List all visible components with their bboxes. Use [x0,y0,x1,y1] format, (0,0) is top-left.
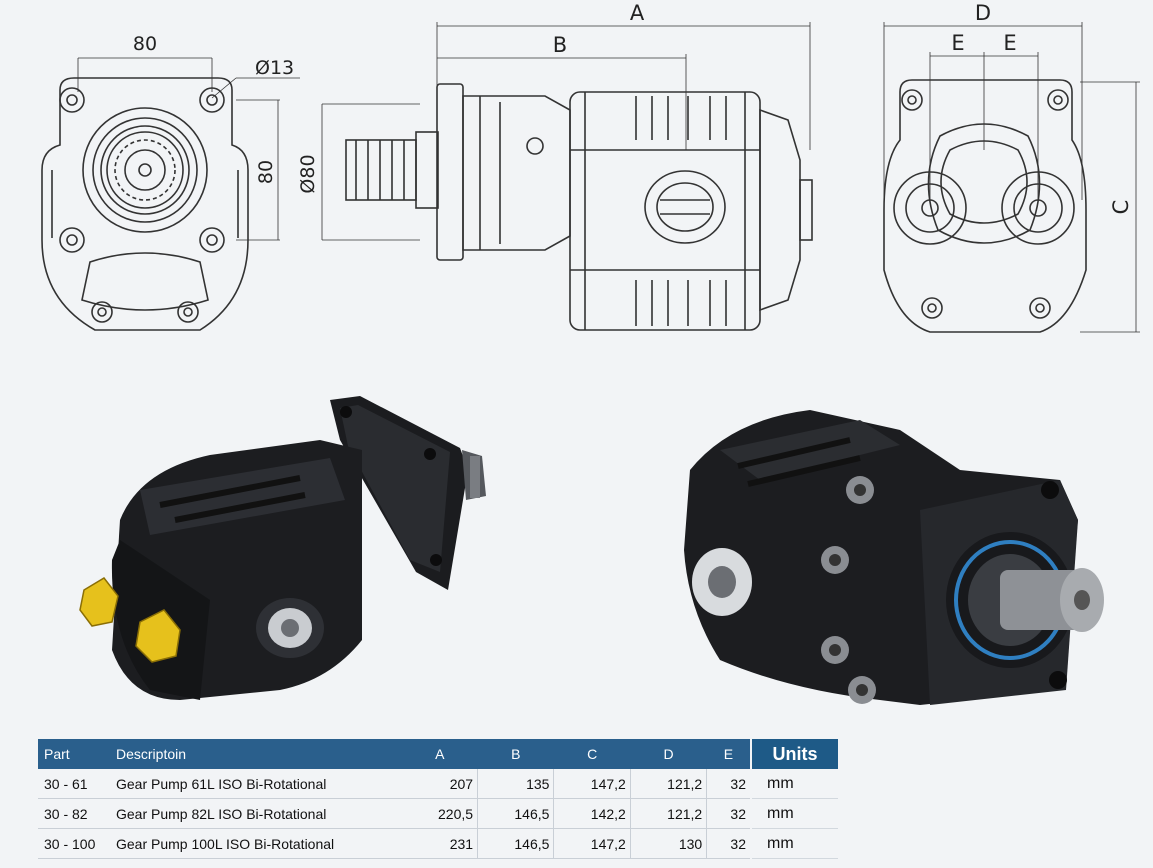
front-view [41,57,300,331]
dim-label-80-height: 80 [255,160,277,184]
pump-render-right [684,410,1104,705]
technical-drawing: 80 Ø13 80 A B Ø80 D E E C [41,1,1140,705]
cell-c: 147,2 [553,828,631,859]
dim-label-80-width: 80 [133,33,157,55]
table-row: 30 - 82 Gear Pump 82L ISO Bi-Rotational … [38,798,750,829]
rear-view [883,22,1140,333]
units-cell: mm [752,799,838,829]
cell-a: 220,5 [402,798,478,829]
table-row: 30 - 61 Gear Pump 61L ISO Bi-Rotational … [38,769,750,799]
col-e: E [706,739,750,769]
units-header: Units [752,739,838,769]
dim-label-hole: Ø13 [255,57,294,79]
cell-description: Gear Pump 100L ISO Bi-Rotational [110,828,402,859]
spec-table-header: Part Descriptoin A B C D E [38,739,750,769]
cell-description: Gear Pump 61L ISO Bi-Rotational [110,769,402,799]
col-b: B [477,739,554,769]
cell-d: 121,2 [629,769,707,799]
units-cell: mm [752,769,838,799]
dim-label-c: C [1109,200,1133,215]
units-cell: mm [752,829,838,859]
cell-description: Gear Pump 82L ISO Bi-Rotational [110,798,402,829]
cell-d: 130 [629,828,707,859]
cell-a: 231 [402,828,478,859]
dim-label-diameter: Ø80 [297,154,319,193]
spec-table-area: Part Descriptoin A B C D E 30 - 61 Gear … [38,739,838,868]
cell-b: 146,5 [477,828,554,859]
cell-d: 121,2 [629,798,707,829]
cell-c: 142,2 [553,798,631,829]
col-d: D [630,739,707,769]
side-view [321,22,813,331]
fitting-icon-2 [135,609,181,663]
dim-label-a: A [630,1,645,25]
cell-b: 135 [477,769,554,799]
spec-table: Part Descriptoin A B C D E 30 - 61 Gear … [38,739,750,859]
col-description: Descriptoin [110,739,402,769]
dim-label-b: B [553,33,567,57]
units-column: Units mm mm mm [752,739,838,859]
col-c: C [553,739,631,769]
pump-render-left [79,396,486,700]
cell-part: 30 - 100 [38,828,110,859]
cell-b: 146,5 [477,798,554,829]
cell-part: 30 - 82 [38,798,110,829]
cell-e: 32 [706,769,750,799]
dim-label-d: D [975,1,991,25]
col-a: A [402,739,478,769]
dim-label-e-right: E [1003,31,1016,55]
fitting-icon-1 [79,577,119,627]
dim-label-e-left: E [951,31,964,55]
table-row: 30 - 100 Gear Pump 100L ISO Bi-Rotationa… [38,828,750,859]
col-part: Part [38,739,110,769]
cell-a: 207 [402,769,478,799]
cell-c: 147,2 [553,769,631,799]
cell-part: 30 - 61 [38,769,110,799]
cell-e: 32 [706,828,750,859]
cell-e: 32 [706,798,750,829]
